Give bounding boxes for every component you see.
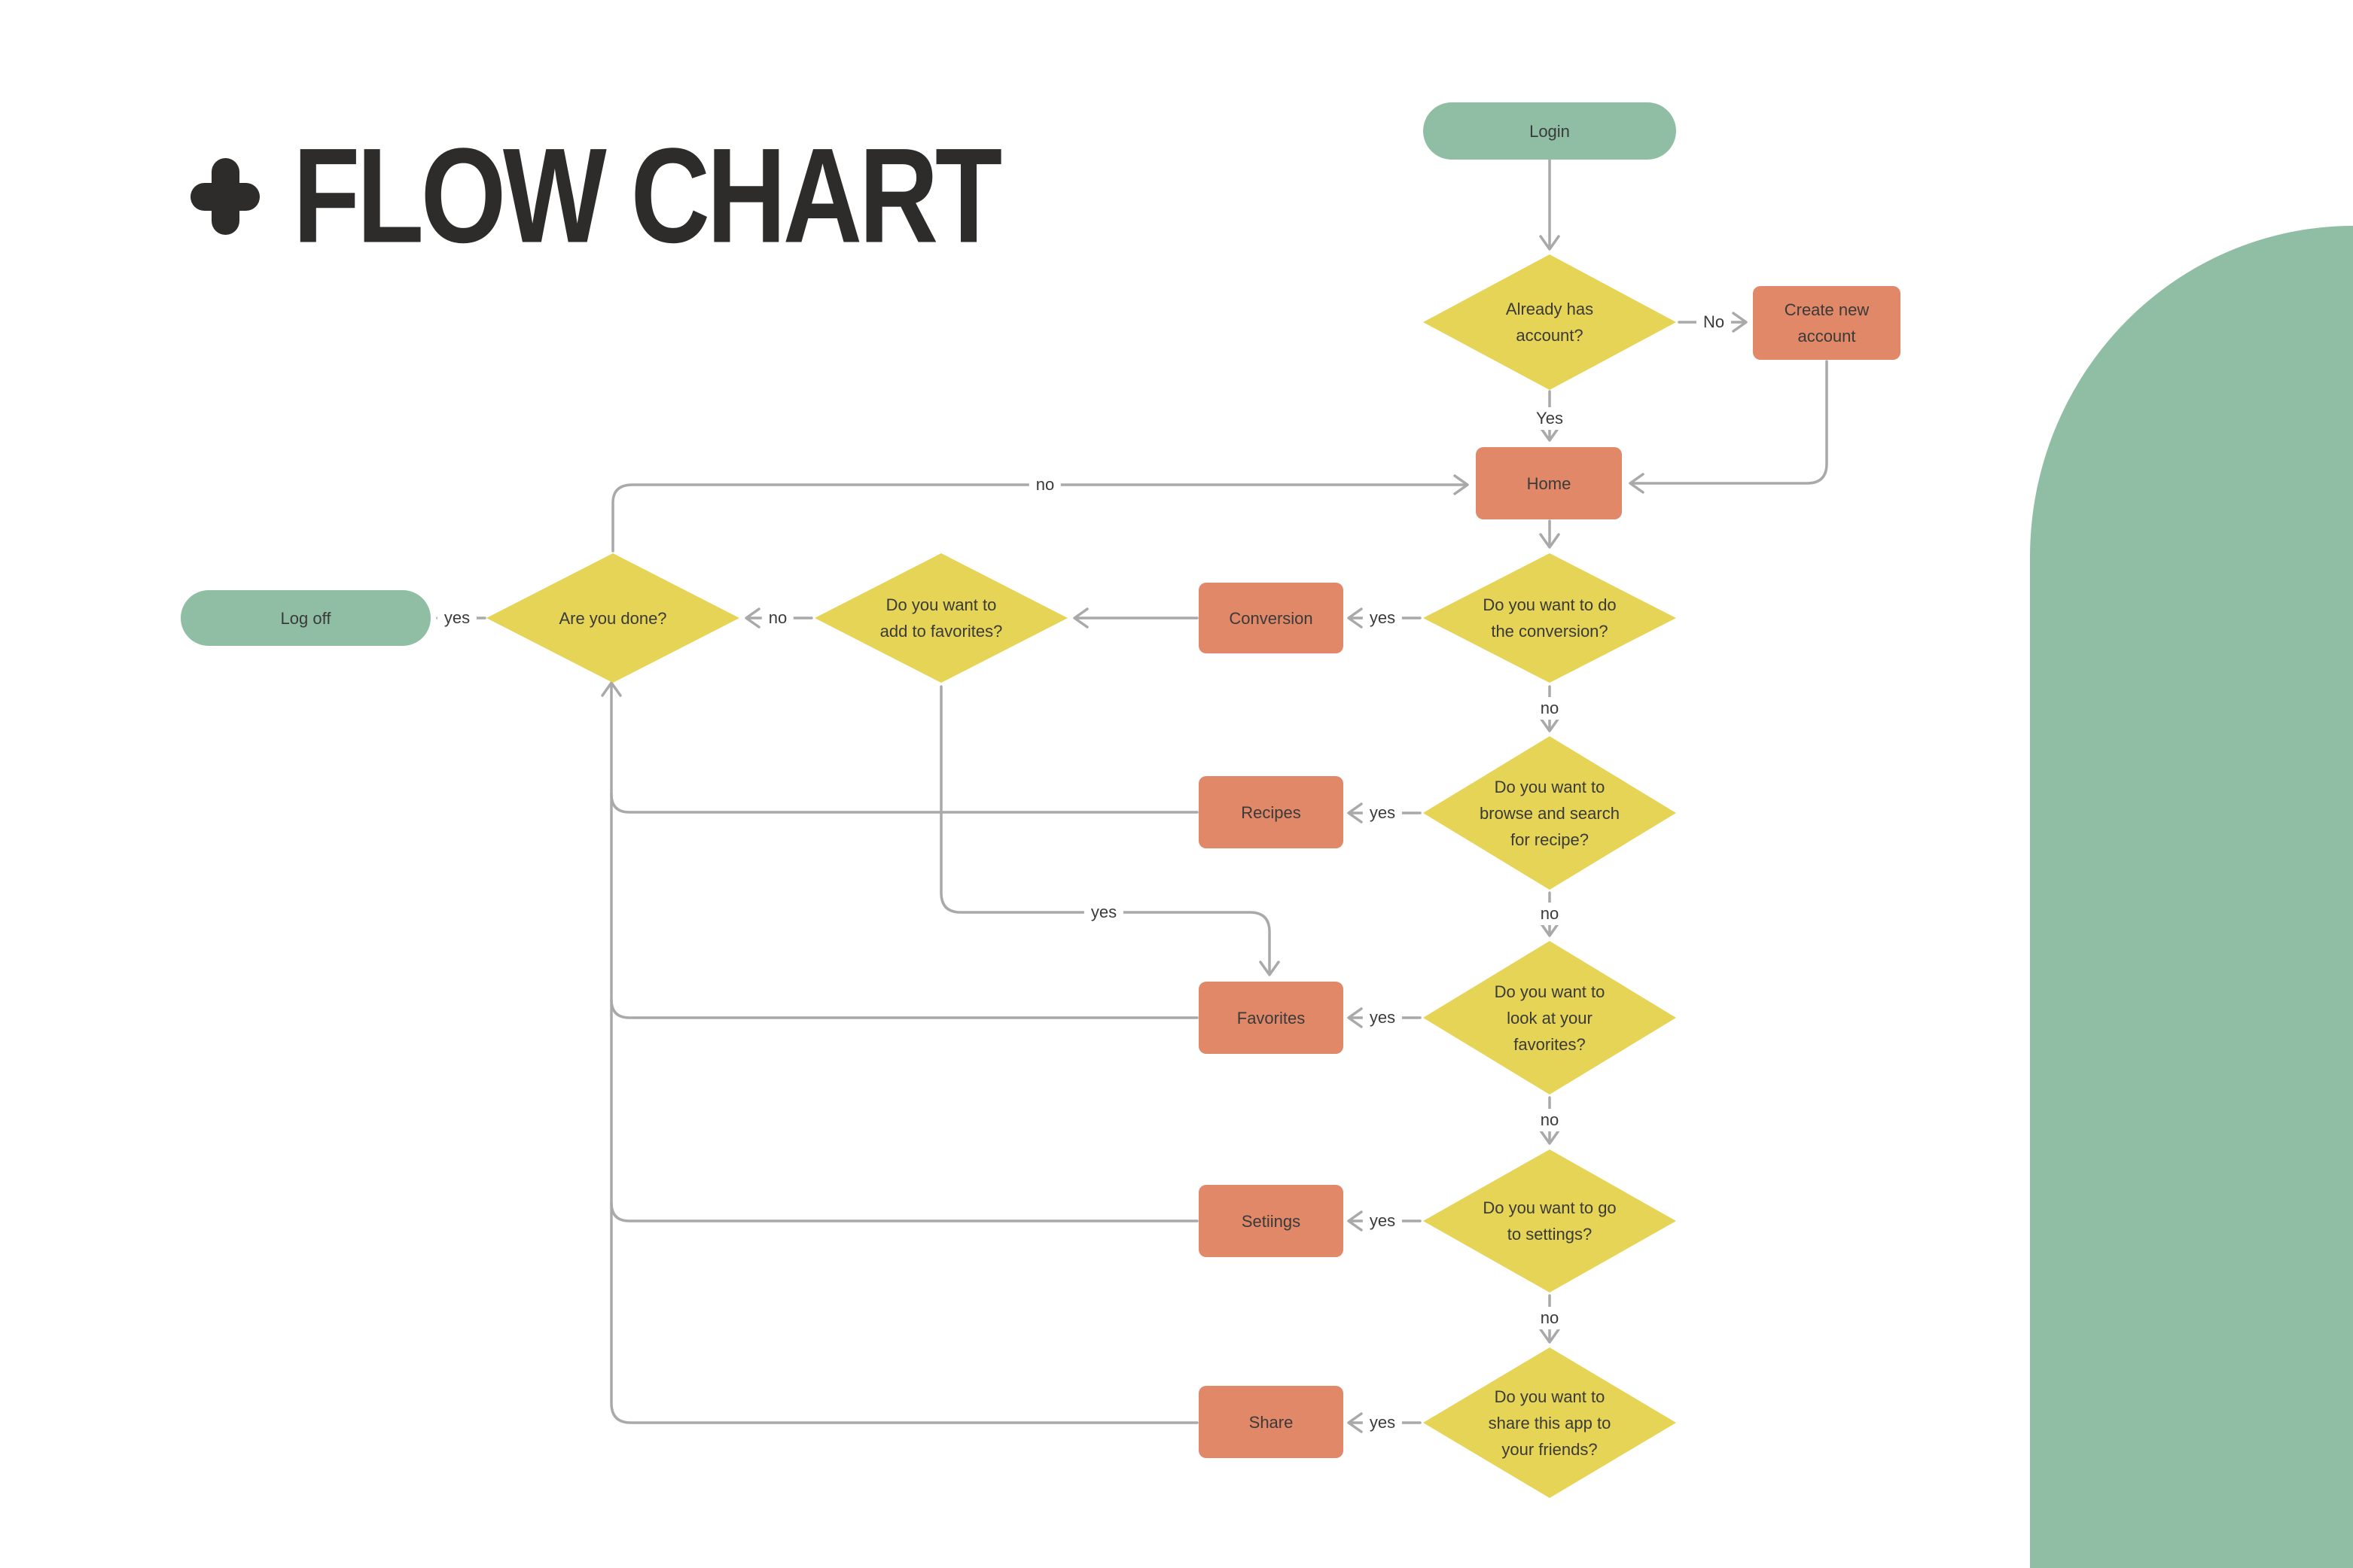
edge-label-no: no	[761, 607, 794, 629]
node-label: Do you want to do	[1483, 595, 1617, 614]
node-label: browse and search	[1480, 803, 1620, 823]
edge-label-yes: Yes	[1529, 407, 1570, 430]
node-label: the conversion?	[1491, 622, 1608, 641]
edge-label-no: no	[1533, 1307, 1566, 1329]
edge-label-yes: yes	[1084, 901, 1124, 924]
node-label: Do you want to	[885, 595, 997, 614]
edge-label-no: no	[1533, 903, 1566, 925]
node-label: Do you want to	[1494, 777, 1605, 796]
edge-label-yes: yes	[1362, 1006, 1403, 1029]
node-label: Home	[1526, 473, 1571, 493]
node-conversion: Conversion	[1199, 583, 1343, 653]
node-label: for recipe?	[1510, 830, 1589, 849]
node-label: Conversion	[1229, 608, 1313, 628]
node-label: Are you done?	[559, 608, 667, 628]
edge-label-no: no	[1029, 473, 1062, 496]
node-label: favorites?	[1513, 1034, 1586, 1054]
node-label: Setiings	[1241, 1211, 1301, 1231]
node-label: to settings?	[1507, 1225, 1593, 1244]
page-title: FLOW CHART	[190, 129, 1096, 263]
edge-label-no: No	[1696, 311, 1732, 333]
edge-label-yes: yes	[1362, 607, 1403, 629]
edge-label-no: no	[1533, 1109, 1566, 1131]
node-label: Do you want to	[1494, 1387, 1605, 1406]
node-label: share this app to	[1488, 1413, 1611, 1433]
green-corner-shape	[2030, 226, 2353, 1568]
node-log-off: Log off	[181, 590, 431, 646]
node-label: your friends?	[1501, 1439, 1598, 1459]
node-label: Do you want to	[1494, 982, 1605, 1001]
plus-icon	[190, 158, 260, 235]
node-login: Login	[1423, 102, 1676, 160]
node-label: Create new	[1784, 300, 1870, 319]
node-create-new-account: Create new account	[1753, 286, 1900, 360]
node-label: account?	[1516, 326, 1583, 345]
node-label: Already has	[1505, 300, 1594, 318]
edge-label-no: no	[1533, 697, 1566, 720]
edge-label-yes: yes	[1362, 802, 1403, 824]
node-label: account	[1797, 327, 1856, 346]
node-share: Share	[1199, 1386, 1343, 1458]
node-label: Login	[1529, 121, 1570, 141]
node-label: add to favorites?	[879, 622, 1003, 641]
node-label: Share	[1248, 1412, 1294, 1432]
node-settings: Setiings	[1199, 1185, 1343, 1257]
node-recipes: Recipes	[1199, 776, 1343, 848]
node-label: Do you want to go	[1483, 1198, 1617, 1217]
node-label: Log off	[280, 608, 331, 628]
node-label: Favorites	[1236, 1008, 1306, 1028]
node-favorites: Favorites	[1199, 982, 1343, 1054]
node-home: Home	[1476, 447, 1622, 519]
edge-label-yes: yes	[437, 607, 477, 629]
page-title-text: FLOW CHART	[293, 120, 1002, 272]
edge-label-yes: yes	[1362, 1210, 1403, 1232]
node-label: look at your	[1507, 1008, 1593, 1028]
node-label: Recipes	[1241, 802, 1301, 822]
edge-label-yes: yes	[1362, 1411, 1403, 1434]
